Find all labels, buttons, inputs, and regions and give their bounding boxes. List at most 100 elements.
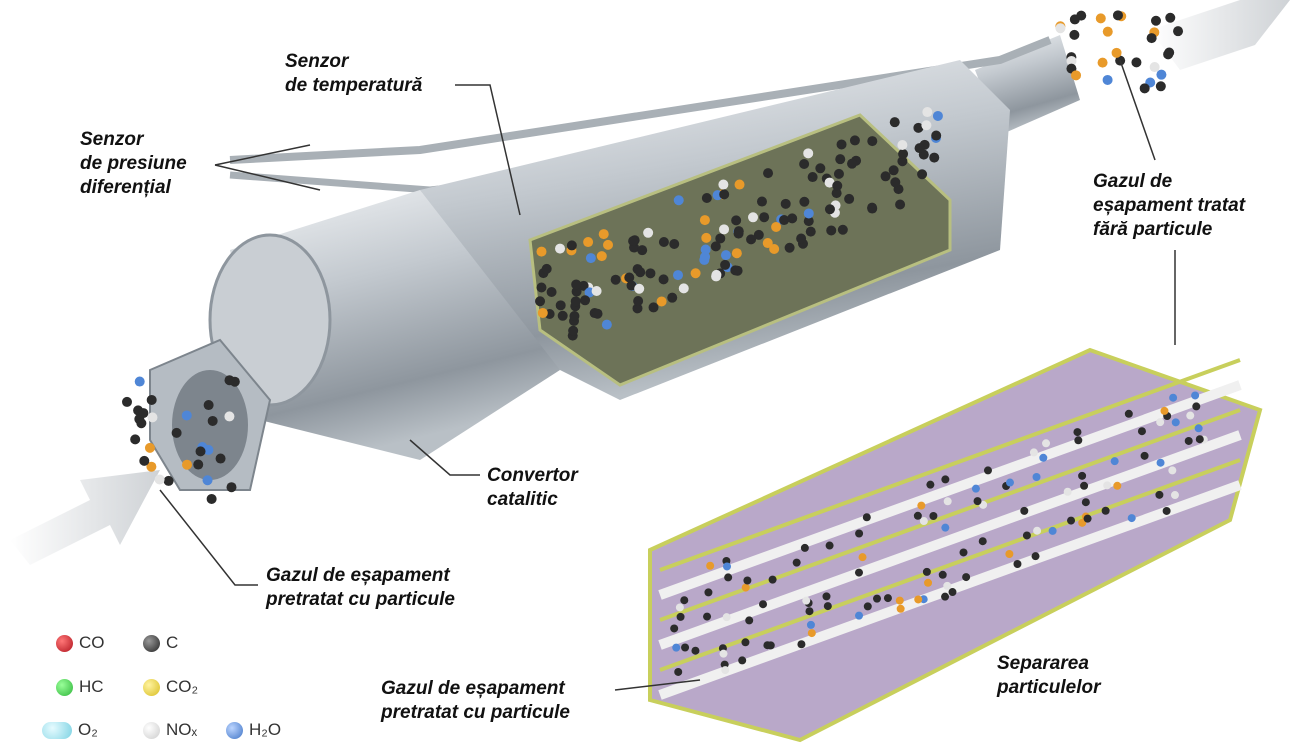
- molecule-dot: [1149, 62, 1160, 73]
- molecule-dot: [867, 136, 878, 147]
- molecule-dot: [724, 573, 733, 582]
- molecule-dot: [1168, 466, 1177, 475]
- molecule-dot: [669, 239, 680, 250]
- molecule-dot: [706, 561, 715, 570]
- molecule-dot: [557, 310, 568, 321]
- molecule-dot: [610, 274, 621, 285]
- molecule-dot: [701, 232, 712, 243]
- h2o-ball-icon: [226, 721, 243, 739]
- legend-label: C: [166, 633, 179, 652]
- molecule-dot: [723, 562, 732, 571]
- legend-label: NOₓ: [166, 720, 198, 739]
- molecule-dot: [741, 638, 750, 647]
- molecule-dot: [922, 567, 931, 576]
- molecule-dot: [733, 226, 744, 237]
- molecule-dot: [722, 613, 731, 622]
- molecule-dot: [592, 308, 603, 319]
- molecule-dot: [206, 493, 217, 504]
- molecule-dot: [800, 543, 809, 552]
- molecule-dot: [700, 251, 711, 262]
- molecule-dot: [769, 244, 780, 255]
- molecule-dot: [837, 224, 848, 235]
- molecule-dot: [873, 594, 882, 603]
- molecule-dot: [780, 198, 791, 209]
- molecule-dot: [656, 296, 667, 307]
- molecule-dot: [681, 643, 690, 652]
- molecule-dot: [719, 189, 730, 200]
- molecule-dot: [734, 179, 745, 190]
- molecule-dot: [667, 292, 678, 303]
- molecule-dot: [121, 396, 132, 407]
- molecule-dot: [571, 286, 582, 297]
- molecule-dot: [715, 233, 726, 244]
- molecule-dot: [601, 319, 612, 330]
- molecule-dot: [768, 575, 777, 584]
- molecule-dot: [1039, 453, 1048, 462]
- molecule-dot: [193, 459, 204, 470]
- molecule-dot: [799, 158, 810, 169]
- molecule-dot: [637, 245, 648, 256]
- molecule-dot: [1155, 81, 1166, 92]
- molecule-dot: [721, 666, 730, 675]
- molecule-dot: [805, 226, 816, 237]
- molecule-dot: [1005, 549, 1014, 558]
- molecule-dots: [535, 107, 943, 341]
- co2-ball-icon: [143, 678, 160, 696]
- molecule-dot: [959, 548, 968, 557]
- molecule-dot: [917, 169, 928, 180]
- label-line: Gazul de eșapament: [381, 678, 565, 699]
- molecule-dot: [1022, 531, 1031, 540]
- molecule-dot: [797, 640, 806, 649]
- molecule-dot: [731, 248, 742, 259]
- molecule-dot: [1156, 418, 1165, 427]
- molecule-dot: [1020, 506, 1029, 515]
- molecule-dot: [1032, 473, 1041, 482]
- molecule-dot: [807, 629, 816, 638]
- molecule-dot: [759, 212, 770, 223]
- molecule-dot: [154, 474, 165, 485]
- label-pressure-sensor: Senzor de presiune diferențial: [80, 128, 187, 200]
- molecule-dot: [1005, 478, 1014, 487]
- molecule-dot: [1169, 393, 1178, 402]
- molecule-dot: [787, 213, 798, 224]
- molecule-dot: [648, 302, 659, 313]
- molecule-dot: [753, 229, 764, 240]
- filter-channel: [658, 430, 1242, 650]
- molecule-dot: [1165, 12, 1176, 23]
- label-pretreated-gas-bottom: Gazul de eșapament pretratat cu particul…: [381, 677, 570, 725]
- molecule-dot: [680, 596, 689, 605]
- co-ball-icon: [56, 634, 73, 652]
- molecule-dot: [1195, 435, 1204, 444]
- molecule-dot: [571, 279, 582, 290]
- molecule-dot: [673, 270, 684, 281]
- molecule-dot: [895, 596, 904, 605]
- molecule-dot: [803, 148, 814, 159]
- molecule-dot: [585, 253, 596, 264]
- molecule-dot: [896, 604, 905, 613]
- molecule-dot: [802, 596, 811, 605]
- molecule-dot: [929, 152, 940, 163]
- molecule-dot: [147, 412, 158, 423]
- label-line: Senzor: [285, 51, 349, 72]
- molecule-dot: [833, 168, 844, 179]
- molecule-dot: [914, 595, 923, 604]
- molecule-dot: [634, 283, 645, 294]
- molecule-dot: [146, 394, 157, 405]
- molecule-dot: [1191, 391, 1200, 400]
- molecule-dot: [824, 177, 835, 188]
- label-line: Gazul de: [1093, 171, 1173, 192]
- molecule-dot: [1156, 69, 1167, 80]
- molecule-dot: [691, 646, 700, 655]
- molecule-dot: [1137, 427, 1146, 436]
- molecule-dot: [1162, 506, 1171, 515]
- molecule-dot: [824, 204, 835, 215]
- hc-ball-icon: [56, 678, 73, 696]
- molecule-dot: [962, 573, 971, 582]
- molecule-dot: [922, 107, 933, 118]
- legend-item-co: CO: [56, 633, 105, 653]
- molecule-dot: [224, 375, 235, 386]
- molecule-dot: [578, 280, 589, 291]
- molecule-dot: [672, 643, 681, 652]
- molecule-dot: [1186, 411, 1195, 420]
- molecule-dot: [832, 180, 843, 191]
